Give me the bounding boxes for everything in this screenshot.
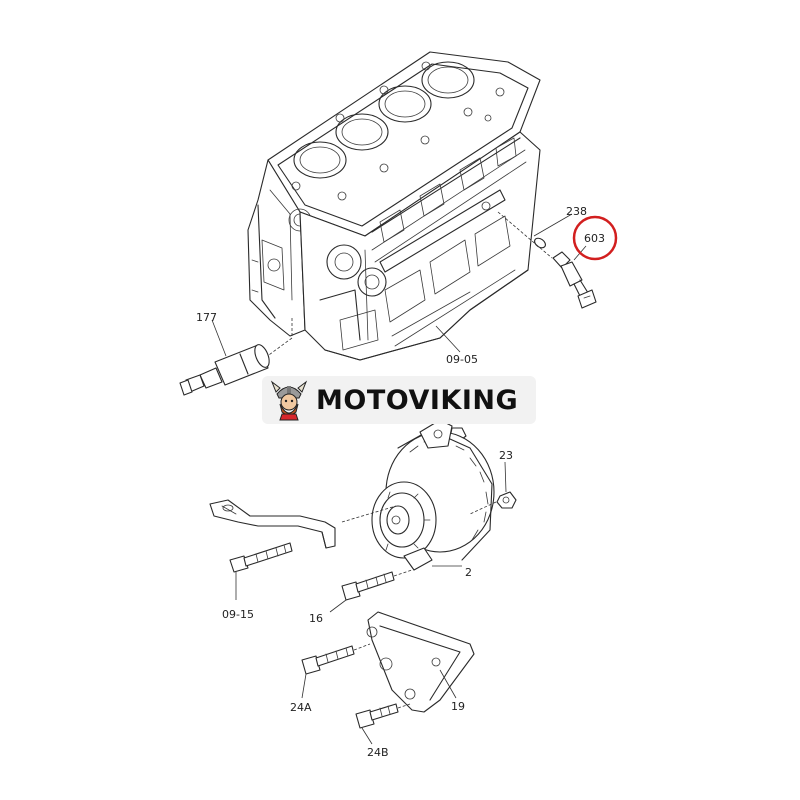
callout-23: 23	[499, 449, 513, 462]
callout-603: 603	[584, 232, 605, 245]
alternator-2	[371, 419, 495, 571]
callout-24B: 24B	[367, 746, 389, 759]
callout-16: 16	[309, 612, 323, 625]
callout-238: 238	[566, 205, 587, 218]
callout-19: 19	[451, 700, 465, 713]
bolt-09-15	[229, 542, 293, 600]
nut-23	[469, 491, 517, 515]
callout-24A: 24A	[290, 701, 312, 714]
leader-23	[504, 461, 507, 493]
engine-block	[247, 51, 541, 361]
callout-09-15: 09-15	[222, 608, 254, 621]
brand-banner: MOTOVIKING	[262, 376, 536, 424]
solenoid-177	[179, 318, 293, 396]
leader-238	[533, 213, 573, 237]
bolt-24B	[355, 703, 411, 745]
callout-09-05: 09-05	[446, 353, 478, 366]
bolt-24A	[301, 643, 371, 699]
highlight-circle	[572, 215, 618, 261]
leader-177	[211, 319, 227, 357]
leader-09-05	[435, 325, 461, 353]
brand-name: MOTOVIKING	[316, 384, 519, 416]
sensor-603	[497, 211, 597, 309]
bolt-16	[329, 569, 413, 613]
viking-logo-icon	[270, 380, 308, 421]
callout-2: 2	[465, 566, 472, 579]
adjusting-bracket	[209, 499, 397, 549]
bracket-19	[366, 611, 475, 713]
callout-177: 177	[196, 311, 217, 324]
